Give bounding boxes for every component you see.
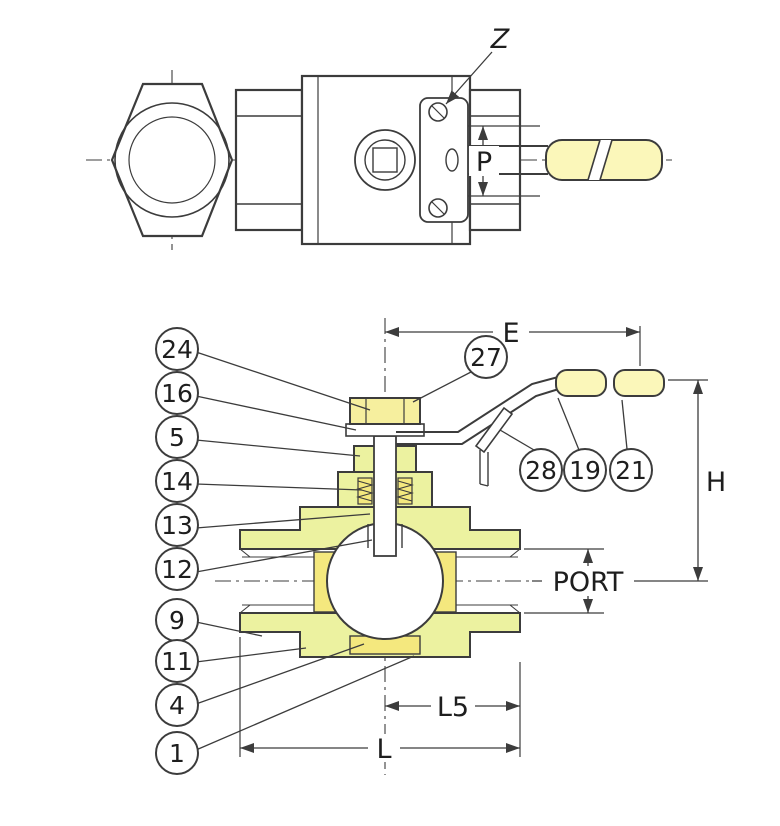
callout-9-label: 9 <box>169 606 185 635</box>
callout-1-label: 1 <box>169 739 185 768</box>
label-z: Z <box>490 24 510 55</box>
callouts-right: 27 28 19 21 <box>464 335 653 492</box>
handle-grip-segment-1 <box>555 369 607 397</box>
stem <box>373 435 397 557</box>
callout-27-bubble <box>464 335 508 379</box>
callout-21-label: 21 <box>615 456 647 485</box>
h-dimension: H <box>668 379 726 581</box>
stem-boss <box>354 129 416 191</box>
stem-washer <box>345 423 425 437</box>
dim-label-port: PORT <box>553 567 624 598</box>
stem-assembly <box>337 397 433 557</box>
dim-label-e: E <box>502 318 519 349</box>
hex-end-outline <box>110 82 234 238</box>
thread-bore-circle <box>128 116 216 204</box>
handle-section <box>396 369 665 487</box>
handle-bracket <box>419 97 469 223</box>
z-annotation: Z <box>445 24 510 105</box>
callout-14-label: 14 <box>161 467 193 496</box>
callout-14-bubble <box>155 459 199 503</box>
callout-28-bubble <box>519 448 563 492</box>
handle-lock-clip <box>474 406 514 454</box>
stem-square <box>372 147 398 173</box>
callout-16-label: 16 <box>161 379 193 408</box>
dim-label-h: H <box>706 467 726 498</box>
e-dimension: E <box>385 318 641 366</box>
l5-dimension: L5 <box>385 662 521 757</box>
dim-label-l5: L5 <box>437 692 469 723</box>
callout-11-bubble <box>155 639 199 683</box>
p-dimension: P <box>468 125 540 197</box>
callout-24-bubble <box>155 327 199 371</box>
left-hex-cap <box>234 88 304 232</box>
callout-19-bubble <box>563 448 607 492</box>
callouts-left: 24 16 5 14 13 12 9 11 4 1 <box>155 327 199 775</box>
callout-5-label: 5 <box>169 423 185 452</box>
section-view: E H PORT L5 L <box>155 318 726 775</box>
handle-grip-segment-2 <box>613 369 665 397</box>
chamfer-circle <box>114 102 230 218</box>
bracket-slot <box>445 148 459 172</box>
stem-nut <box>349 397 421 425</box>
dim-label-p: P <box>476 147 492 178</box>
l-dimension: L <box>239 637 520 765</box>
callout-16-bubble <box>155 371 199 415</box>
end-view <box>110 70 234 250</box>
callout-19-label: 19 <box>569 456 601 485</box>
callout-1-bubble <box>155 731 199 775</box>
callout-4-label: 4 <box>169 691 185 720</box>
callout-13-bubble <box>155 503 199 547</box>
dim-label-l: L <box>376 734 391 765</box>
handle-arm-upper <box>396 375 563 433</box>
top-view: Z P <box>86 24 672 250</box>
callout-12-label: 12 <box>161 555 193 584</box>
callout-12-bubble <box>155 547 199 591</box>
callout-21-bubble <box>609 448 653 492</box>
callout-13-label: 13 <box>161 511 193 540</box>
callout-4-bubble <box>155 683 199 727</box>
z-leader-line <box>445 51 493 105</box>
port-dimension: PORT <box>524 548 634 614</box>
callout-27-label: 27 <box>470 343 502 372</box>
callout-11-label: 11 <box>161 647 193 676</box>
callout-leaders <box>195 351 628 751</box>
callout-28-label: 28 <box>525 456 557 485</box>
callout-24-label: 24 <box>161 335 193 364</box>
callout-5-bubble <box>155 415 199 459</box>
